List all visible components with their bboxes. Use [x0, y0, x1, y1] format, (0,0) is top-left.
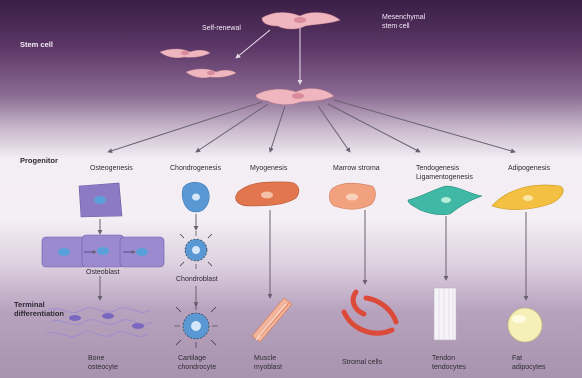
mesenchymal-stem-cell-label: Mesenchymal stem cell — [382, 13, 425, 31]
lineage-arrows — [108, 100, 515, 152]
lineage-process-label: Marrow stroma — [333, 164, 380, 173]
stem-cell-committed-icon — [256, 89, 334, 105]
chondroblast-icon — [180, 231, 212, 269]
lineage-terminal-label: Stromal cells — [342, 358, 382, 367]
self-renewal-label: Self-renewal — [202, 24, 241, 33]
lineage-process-label: Adipogenesis — [508, 164, 550, 173]
lineage-intermediate-label: Chondroblast — [176, 275, 218, 284]
muscle-myoblast-icon — [252, 298, 292, 342]
lineage-terminal-label: Tendon tendocytes — [432, 354, 466, 372]
lineage-terminal-label: Cartilage chondrocyte — [178, 354, 216, 372]
osteogenesis-progenitor-icon — [79, 183, 122, 217]
lineage-process-label: Chondrogenesis — [170, 164, 221, 173]
lineage-intermediate-label: Osteoblast — [86, 268, 119, 277]
lineage-terminal-label: Bone osteocyte — [88, 354, 118, 372]
myogenesis-progenitor-icon — [236, 182, 299, 206]
stromal-cells-icon — [344, 292, 396, 333]
tendogenesis-progenitor-icon — [408, 186, 482, 215]
mesenchymal-stem-cell-icon — [262, 13, 340, 30]
lineage-process-label: Myogenesis — [250, 164, 287, 173]
stage-label-progenitor: Progenitor — [20, 156, 58, 165]
stage-label-stem-cell: Stem cell — [20, 40, 53, 49]
lineage-process-label: Osteogenesis — [90, 164, 133, 173]
tendon-tendocytes-icon — [434, 288, 456, 340]
lineage-terminal-label: Fat adipocytes — [512, 354, 545, 372]
adipogenesis-progenitor-icon — [492, 185, 563, 210]
self-renewal-cell-icon-1 — [160, 49, 210, 58]
osteoblast-icon — [42, 235, 164, 267]
lineage-terminal-label: Muscle myoblast — [254, 354, 282, 372]
self-renewal-cell-icon-2 — [186, 69, 236, 78]
stage-label-terminal: Terminal differentiation — [14, 300, 64, 318]
lineage-process-label: Tendogenesis Ligamentogenesis — [416, 164, 473, 182]
fat-adipocyte-icon — [508, 308, 542, 342]
marrow-stroma-progenitor-icon — [329, 183, 375, 209]
self-renewal-arrow — [236, 30, 270, 58]
cartilage-chondrocyte-icon — [174, 304, 218, 348]
chondrogenesis-progenitor-icon — [182, 182, 209, 212]
